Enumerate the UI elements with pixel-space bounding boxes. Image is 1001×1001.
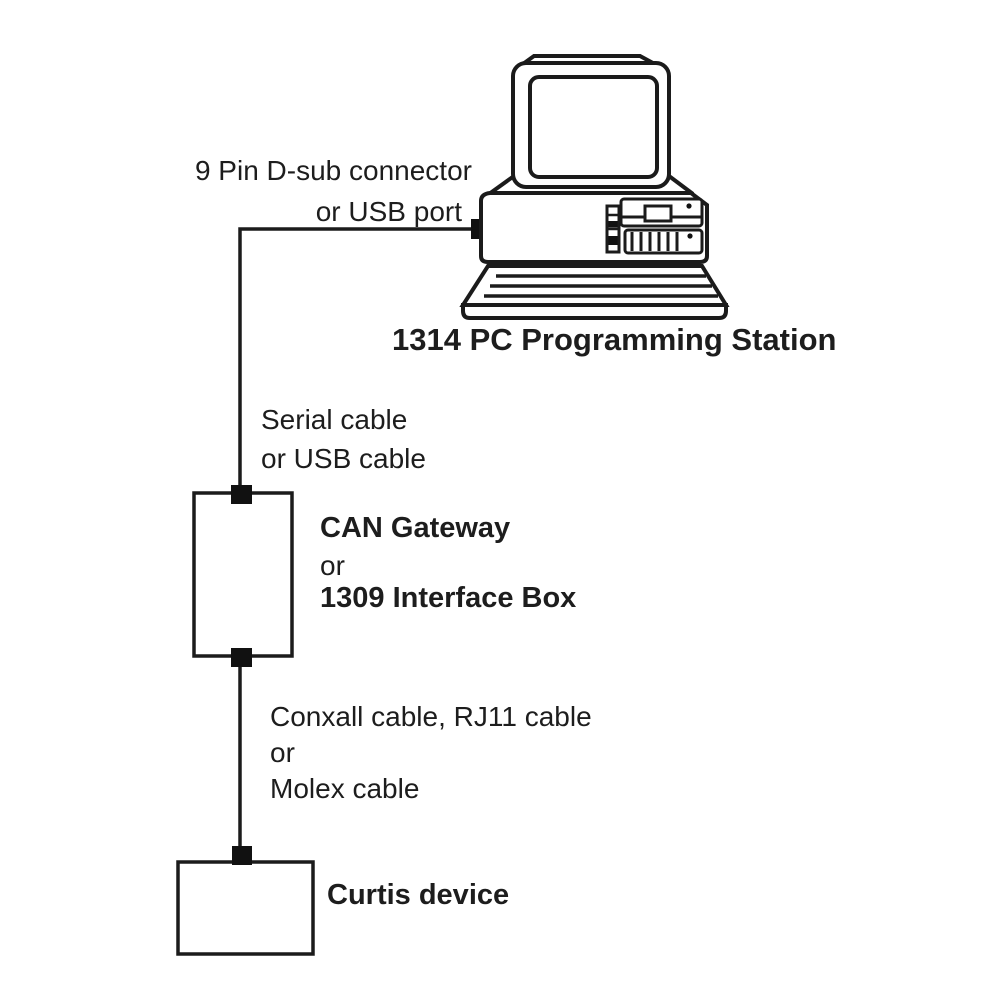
pc-port-label-line1: 9 Pin D-sub connector bbox=[194, 155, 472, 186]
pc-floppy-drive bbox=[619, 197, 704, 228]
serial-cable-label: Serial cable or USB cable bbox=[261, 400, 426, 478]
device-connector-square bbox=[232, 846, 252, 865]
pc-control-strip bbox=[605, 204, 621, 254]
device-caption: Curtis device bbox=[327, 879, 510, 911]
pc-caption: 1314 PC Programming Station bbox=[392, 322, 837, 357]
serial-cable-line bbox=[238, 227, 473, 492]
serial-cable-label-line2: or USB cable bbox=[261, 443, 426, 474]
gateway-label-line1: CAN Gateway bbox=[320, 512, 511, 544]
device-cable-label-line1: Conxall cable, RJ11 cable bbox=[270, 701, 592, 732]
pc-vent-grille bbox=[623, 228, 704, 255]
gateway-label-line2: or bbox=[320, 550, 345, 581]
serial-cable-label-line1: Serial cable bbox=[261, 404, 408, 435]
pc-keyboard bbox=[459, 264, 730, 320]
curtis-device-box bbox=[176, 860, 315, 956]
can-gateway-box bbox=[192, 491, 294, 658]
pc-port-label-line2: or USB port bbox=[315, 196, 462, 227]
gateway-bottom-connector-square bbox=[231, 648, 252, 667]
gateway-top-connector-square bbox=[231, 485, 252, 504]
device-cable-label-line2: or bbox=[270, 737, 295, 768]
pc-screen bbox=[528, 75, 659, 179]
gateway-label-line3: 1309 Interface Box bbox=[320, 582, 577, 614]
pc-port-label: 9 Pin D-sub connector or USB port bbox=[195, 150, 472, 232]
pc-illustration bbox=[459, 54, 730, 320]
device-cable-label: Conxall cable, RJ11 cable or Molex cable bbox=[270, 699, 592, 807]
device-cable-label-line3: Molex cable bbox=[270, 773, 420, 804]
